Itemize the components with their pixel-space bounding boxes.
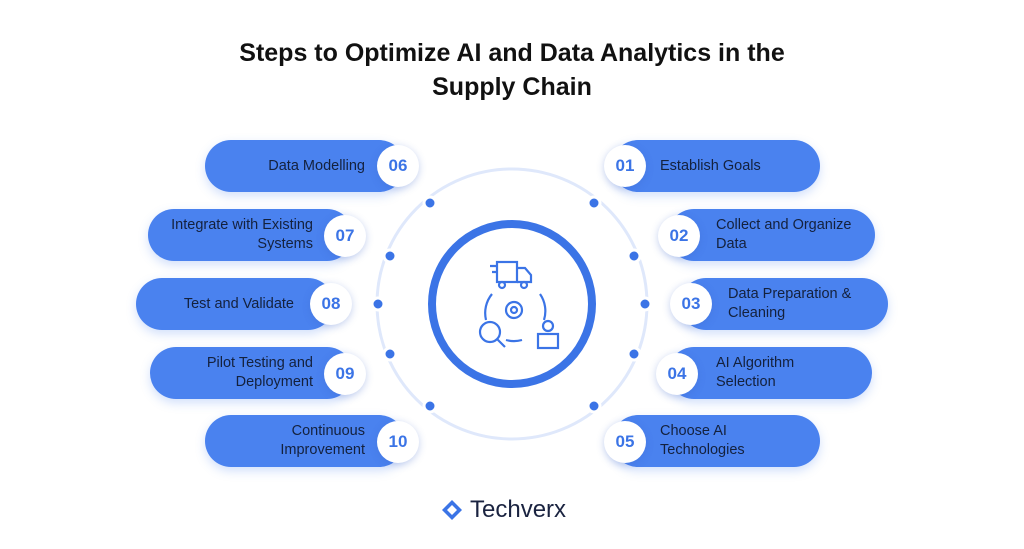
step-label: Data Modelling [268, 157, 365, 174]
title-line-2: Supply Chain [432, 73, 592, 101]
step-10: Continuous Improvement [205, 415, 405, 467]
supply-chain-cycle-icon [478, 260, 560, 350]
step-number: 05 [604, 421, 646, 463]
ring-dot [382, 248, 398, 264]
step-number: 06 [377, 145, 419, 187]
step-07: Integrate with Existing Systems [148, 209, 353, 261]
step-label: Continuous Improvement [280, 423, 365, 458]
ring-dot [626, 248, 642, 264]
step-label: Collect and Organize Data [716, 217, 852, 252]
step-03: Data Preparation & Cleaning [680, 278, 888, 330]
step-label: Data Preparation & Cleaning [728, 286, 852, 321]
step-number: 08 [310, 283, 352, 325]
step-label: Test and Validate [183, 295, 294, 312]
step-01: Establish Goals [612, 140, 820, 192]
logo-text: Techverx [470, 496, 567, 523]
step-number: 03 [670, 283, 712, 325]
step-number: 04 [656, 353, 698, 395]
ring-dot [586, 398, 602, 414]
step-number: 10 [377, 421, 419, 463]
step-02: Collect and Organize Data [668, 209, 875, 261]
step-08: Test and Validate [136, 278, 334, 330]
techverx-logo: Techverx [440, 496, 566, 524]
step-06: Data Modelling [205, 140, 405, 192]
ring-dot [626, 346, 642, 362]
step-label: Pilot Testing and Deployment [206, 355, 313, 390]
step-05: Choose AI Technologies [612, 415, 820, 467]
ring-dot [422, 195, 438, 211]
ring-dot [586, 195, 602, 211]
step-number: 09 [324, 353, 366, 395]
step-09: Pilot Testing and Deployment [150, 347, 353, 399]
ring-dot [637, 296, 653, 312]
step-label: Choose AI Technologies [660, 423, 745, 458]
title-line-1: Steps to Optimize AI and Data Analytics … [239, 39, 785, 67]
ring-dot [422, 398, 438, 414]
step-number: 01 [604, 145, 646, 187]
ring-dot [370, 296, 386, 312]
step-label: Integrate with Existing Systems [171, 217, 313, 252]
step-label: Establish Goals [660, 157, 761, 174]
logo-mark-icon [442, 500, 462, 520]
step-number: 02 [658, 215, 700, 257]
step-label: AI Algorithm Selection [716, 355, 795, 390]
step-04: AI Algorithm Selection [668, 347, 872, 399]
step-number: 07 [324, 215, 366, 257]
page-title: Steps to Optimize AI and Data Analytics … [0, 36, 1024, 104]
ring-dot [382, 346, 398, 362]
center-circle [428, 220, 596, 388]
